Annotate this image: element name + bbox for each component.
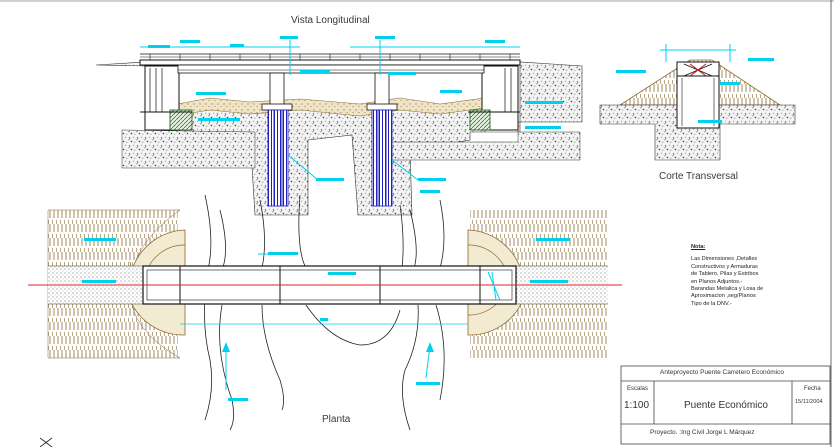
transversal-section-title: Corte Transversal [659,171,738,182]
transversal-section [599,44,796,161]
left-footing [169,109,193,131]
note-line: en Planos Adjuntos.- [691,278,743,285]
author: Proyecto. :Ing Civil Jorge L Márquez [650,429,755,436]
scale-label: Escalas [627,386,649,392]
right-footing [469,109,491,131]
title-block-frame [620,365,831,445]
date-value: 15/11/2004 [795,399,823,405]
left-pier [261,72,293,207]
right-piles [371,109,393,207]
plan-view [28,194,622,431]
scale-value: 1:100 [624,400,650,411]
longitudinal-annotations [140,36,563,193]
longitudinal-view [95,36,583,216]
note-line: Tipo de la DNV.- [691,300,732,307]
note-line: Constructivos y Armaduras [691,263,758,270]
plan-annotations [82,238,570,401]
right-pier [366,72,398,207]
gravel-left-base [121,129,256,169]
deck-beam [177,64,485,74]
longitudinal-view-title: Vista Longitudinal [291,15,370,26]
date-label: Fecha [804,386,821,392]
railing-posts [149,54,511,60]
title-block-header: Anteproyecto Puente Carretero Económico [660,369,784,376]
note-title: Nota: [691,244,706,250]
note-line: de Tablero, Pilas y Estribos [691,271,759,278]
corner-mark [39,437,53,447]
plan-view-title: Planta [322,414,351,425]
construction-note: Nota: Las Dimensiones ,Detalles Construc… [691,244,763,308]
note-line: Las Dimensiones ,Detalles [691,256,758,263]
drawing-name: Puente Económico [684,400,768,411]
section-annotations [616,44,774,123]
note-line: Aproximacion ,seg/Planos [691,293,756,300]
section-gravel [599,104,796,161]
river-contours [204,194,445,431]
left-piles [267,109,289,207]
note-line: Barandas Metalica y Losa de [691,286,764,293]
